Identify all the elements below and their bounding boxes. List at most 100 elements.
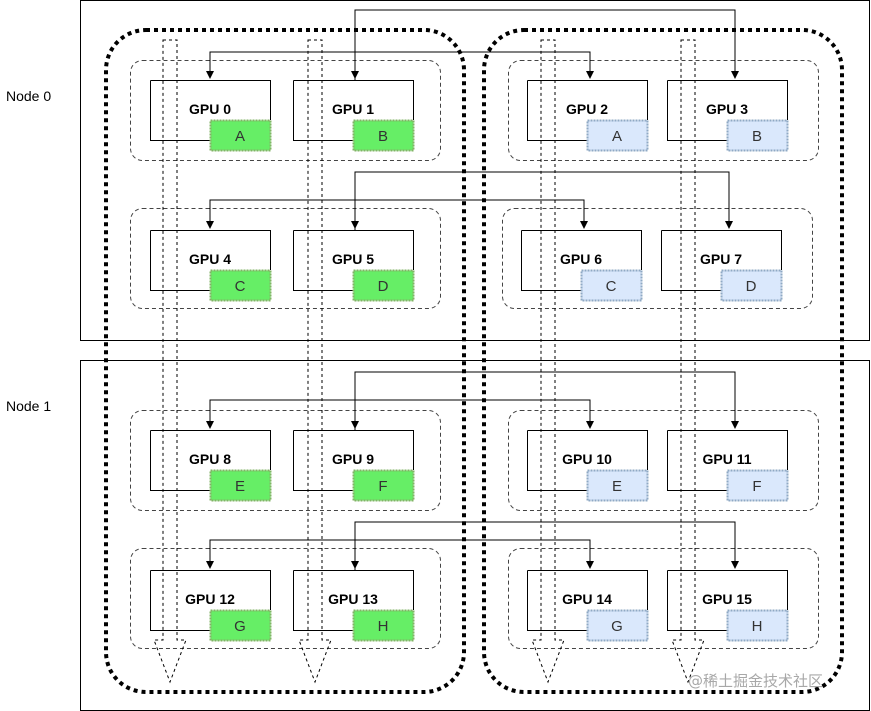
connector-top-row-2 [354, 371, 739, 430]
gpu-pair-group-left-row-2 [130, 410, 441, 511]
gpu-0-box: GPU 0A [150, 80, 272, 152]
gpu-15-box: GPU 15H [667, 570, 789, 642]
vertical-flow-arrow-2 [531, 39, 565, 684]
gpu-13-label: GPU 13 [328, 591, 378, 607]
gpu-11-outline [667, 430, 788, 491]
gpu-7-shard-box [720, 269, 783, 302]
gpu-12-label: GPU 12 [185, 591, 235, 607]
gpu-5-box: GPU 5D [293, 230, 415, 302]
gpu-3-outline [667, 80, 788, 141]
gpu-9-label: GPU 9 [332, 451, 374, 467]
gpu-5-outline [293, 230, 414, 291]
connector-top-row-3 [354, 521, 739, 570]
labels-layer: Node 0 Node 1 @稀土掘金技术社区 [6, 88, 823, 690]
gpu-4-shard-box [209, 269, 272, 302]
gpu-6-shard-box [580, 269, 643, 302]
gpu-13-shard-label: H [378, 618, 389, 635]
gpu-2-shard-label: A [612, 128, 622, 145]
gpu-7-box: GPU 7D [661, 230, 783, 302]
gpu-15-shard-label: H [752, 618, 763, 635]
gpu-11-box: GPU 11F [667, 430, 789, 502]
gpu-pair-group-left-row-0 [130, 60, 441, 161]
gpu-14-shard-box [586, 609, 649, 642]
gpu-12-outline [150, 570, 271, 631]
gpu-8-box: GPU 8E [150, 430, 272, 502]
gpu-12-box: GPU 12 G [150, 570, 272, 642]
gpu-10-label: GPU 10 [562, 451, 612, 467]
gpu-pair-groups-layer [130, 60, 819, 649]
connector-mid-right-row-1 [210, 199, 588, 229]
connector-mid-right-row-3 [210, 539, 594, 569]
gpu-14-shard-label: G [611, 618, 623, 635]
connector-mid-left-row-1 [206, 199, 584, 229]
gpu-11-shard-label: F [752, 478, 761, 495]
gpu-15-shard-box [726, 609, 789, 642]
gpu-4-label: GPU 4 [189, 251, 231, 267]
connectors-layer [206, 9, 739, 570]
gpu-pair-group-right-row-0 [508, 60, 819, 161]
gpu-10-shard-label: E [612, 478, 622, 495]
gpu-5-shard-box [352, 269, 415, 302]
gpu-10-box: GPU 10E [527, 430, 649, 502]
gpu-2-label: GPU 2 [566, 101, 608, 117]
gpu-11-label: GPU 11 [702, 451, 751, 467]
gpu-3-shard-label: B [752, 128, 762, 145]
gpu-10-shard-box [586, 469, 649, 502]
gpu-6-label: GPU 6 [560, 251, 602, 267]
gpu-0-label: GPU 0 [189, 101, 231, 117]
connector-mid-right-row-2 [210, 399, 594, 429]
connector-top-row-0 [354, 9, 739, 80]
gpu-8-label: GPU 8 [189, 451, 231, 467]
gpu-11-shard-box [726, 469, 789, 502]
gpu-pair-group-left-row-3 [130, 548, 441, 649]
gpu-1-label: GPU 1 [332, 101, 374, 117]
gpu-3-shard-box [726, 119, 789, 152]
connector-mid-right-row-0 [210, 51, 594, 79]
gpu-4-box: GPU 4C [150, 230, 272, 302]
ring-outline-left [104, 28, 466, 694]
ring-outlines-layer [104, 28, 844, 694]
vertical-flow-arrow-0 [153, 39, 187, 684]
gpu-6-box: GPU 6C [521, 230, 643, 302]
gpu-12-shard-box [209, 609, 272, 642]
gpu-9-box: GPU 9F [293, 430, 415, 502]
gpu-7-outline [661, 230, 782, 291]
node-1-frame [80, 360, 870, 711]
gpu-15-label: GPU 15 [702, 591, 752, 607]
vertical-flow-arrow-3 [671, 39, 705, 684]
gpu-1-box: GPU 1B [293, 80, 415, 152]
connector-mid-left-row-0 [206, 51, 590, 79]
gpu-1-shard-label: B [378, 128, 388, 145]
gpu-0-outline [150, 80, 271, 141]
gpu-7-label: GPU 7 [700, 251, 742, 267]
gpu-14-outline [527, 570, 648, 631]
gpu-9-shard-box [352, 469, 415, 502]
ring-outline-right [482, 28, 844, 694]
gpu-0-shard-label: A [235, 128, 245, 145]
gpu-1-shard-box [352, 119, 415, 152]
gpu-2-outline [527, 80, 648, 141]
gpu-7-shard-label: D [746, 278, 757, 295]
gpu-2-box: GPU 2A [527, 80, 649, 152]
gpu-9-shard-label: F [378, 478, 387, 495]
gpu-12-shard-label: G [234, 618, 246, 635]
gpu-9-outline [293, 430, 414, 491]
node-0-frame [80, 0, 870, 341]
gpu-4-shard-label: C [235, 278, 246, 295]
gpu-13-outline [293, 570, 414, 631]
gpu-pair-group-right-row-3 [508, 548, 819, 649]
gpu-pair-group-right-row-2 [508, 410, 819, 511]
gpu-3-label: GPU 3 [706, 101, 748, 117]
gpu-13-shard-box [352, 609, 415, 642]
gpu-6-outline [521, 230, 642, 291]
gpu-10-outline [527, 430, 648, 491]
connector-mid-left-row-2 [206, 399, 590, 429]
gpu-1-outline [293, 80, 414, 141]
vertical-arrows-layer [153, 39, 705, 684]
gpu-5-shard-label: D [378, 278, 389, 295]
connector-top-row-1 [354, 171, 733, 230]
vertical-flow-arrow-1 [298, 39, 332, 684]
gpu-pair-group-right-row-1 [502, 208, 813, 309]
gpu-8-shard-label: E [235, 478, 245, 495]
